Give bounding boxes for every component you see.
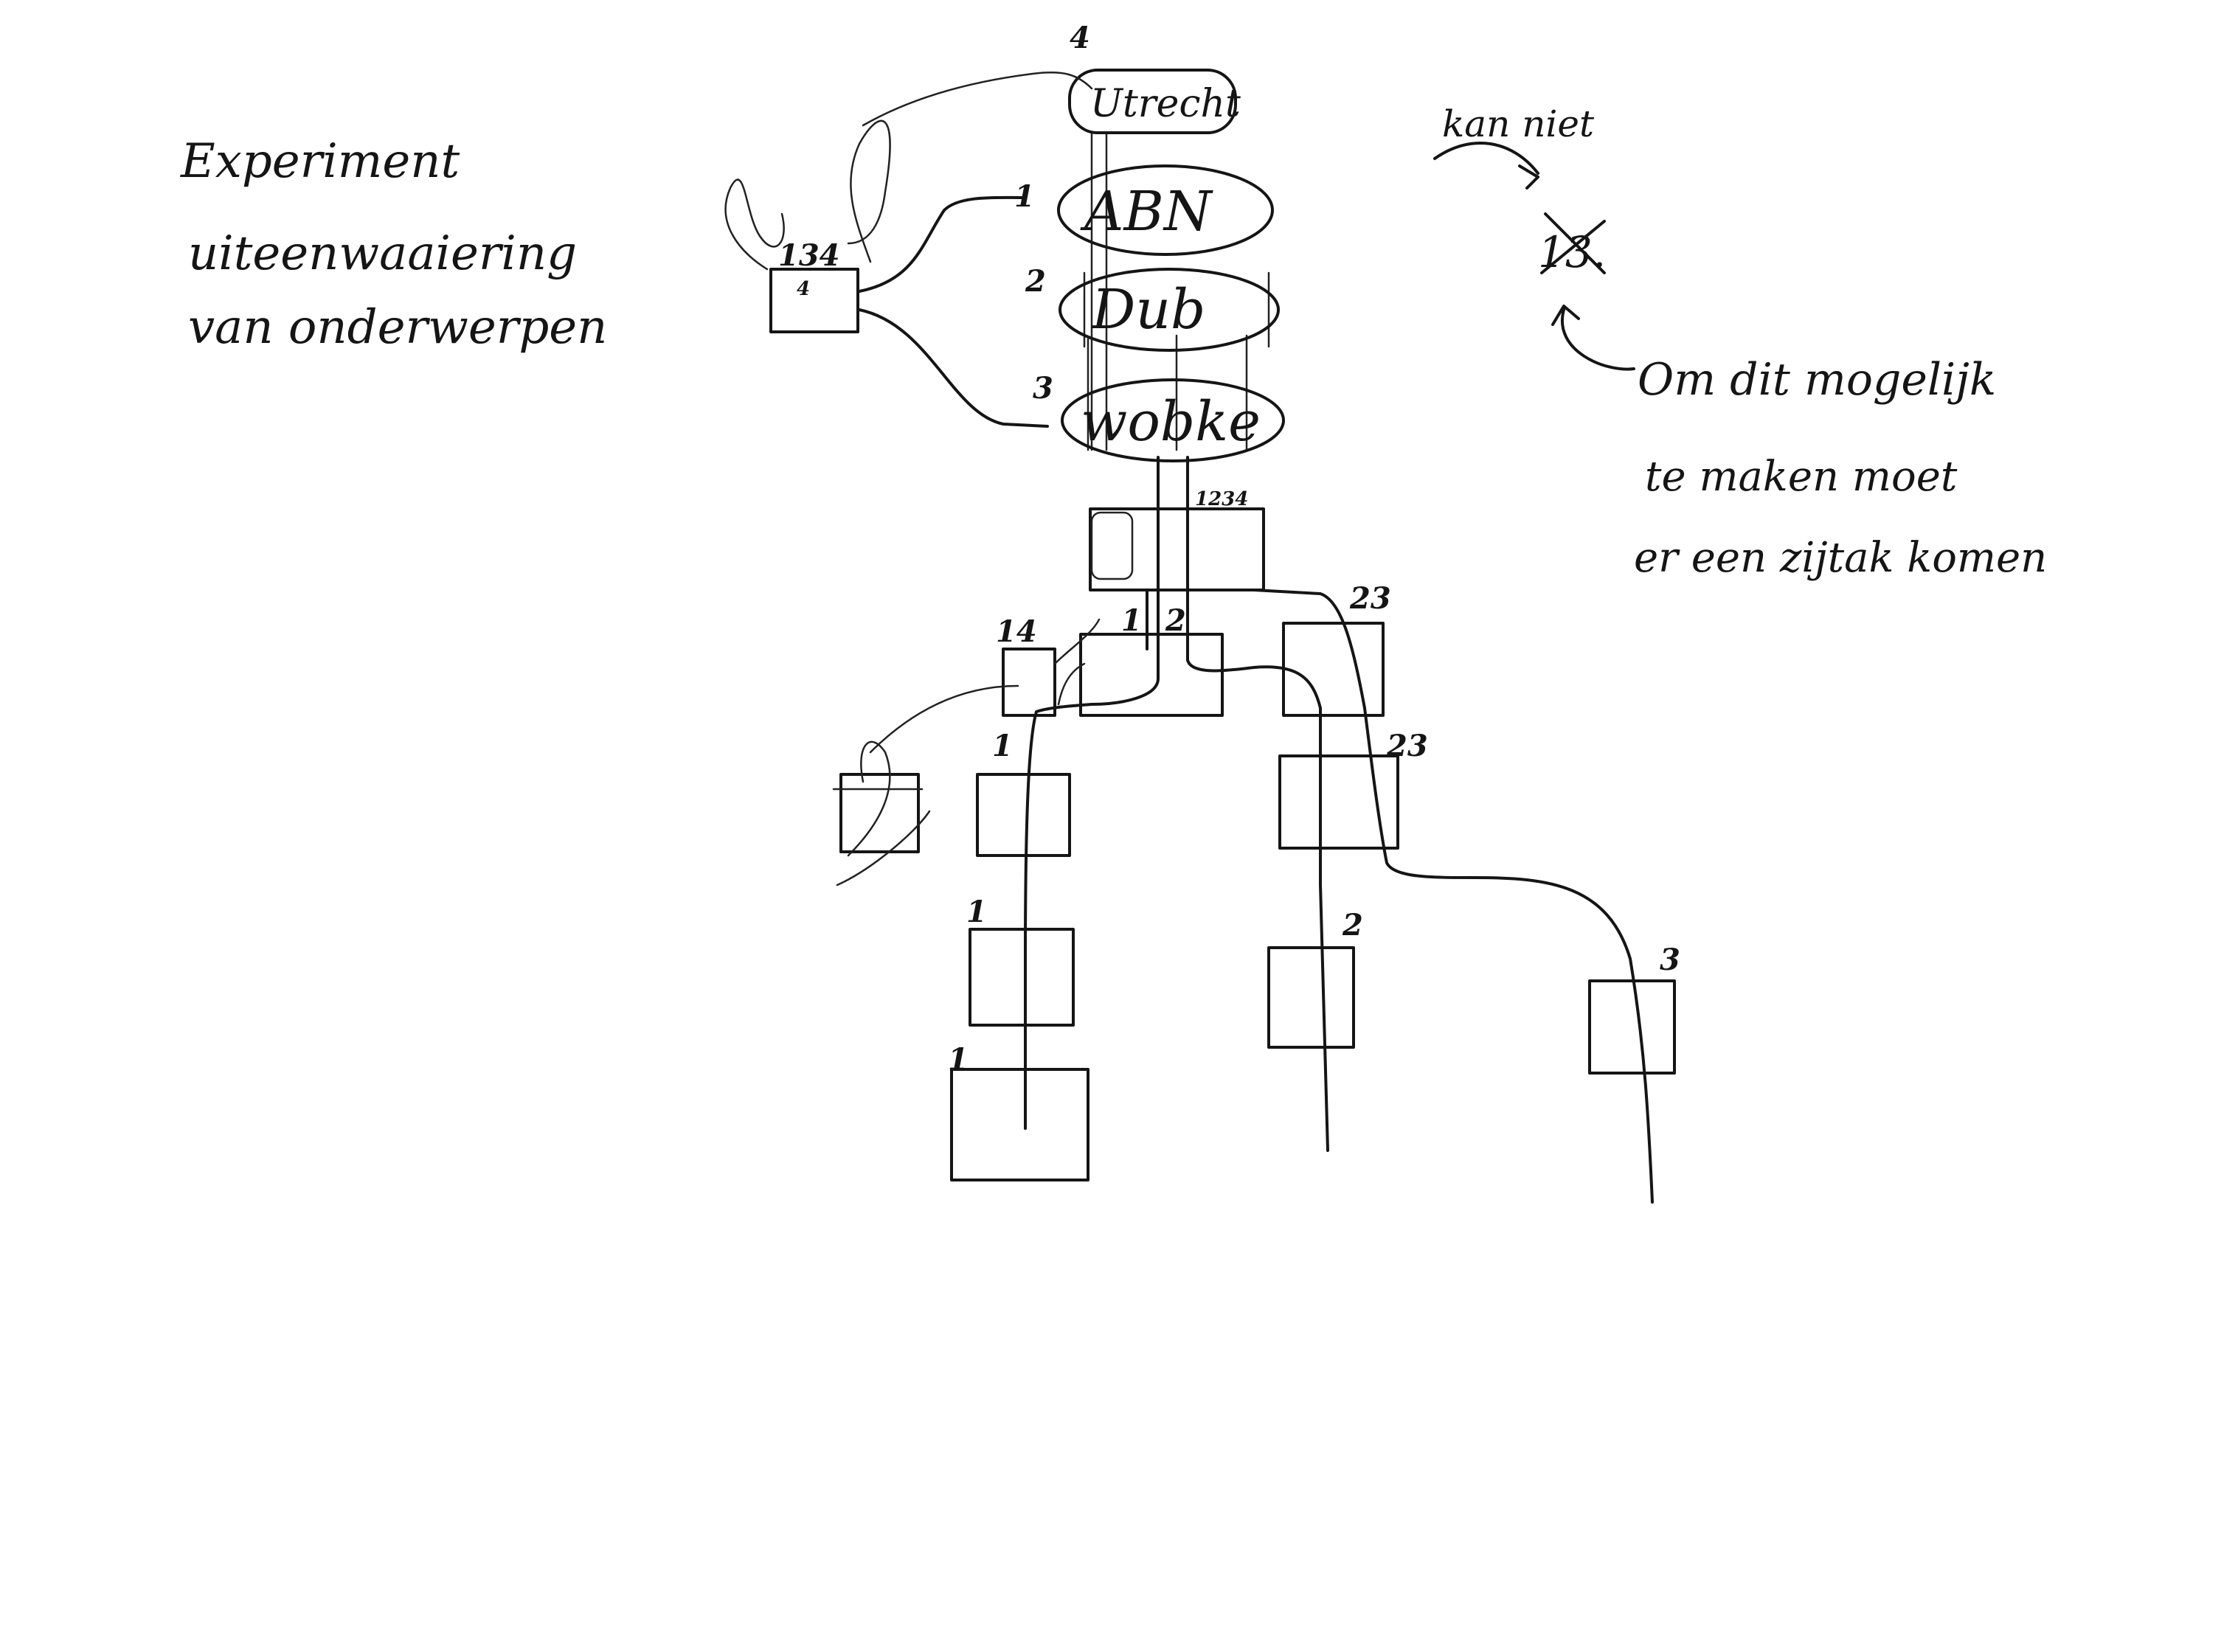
far-box-3 <box>1588 979 1676 1075</box>
crossed-out-label: 13. <box>1538 227 1606 277</box>
explain-line-1: Om dit mogelijk <box>1638 354 1996 406</box>
left-box-2-label: 1 <box>966 895 987 929</box>
node-utrecht: Utrecht 4 <box>1068 21 1241 134</box>
branch-14-label: 14 <box>996 614 1037 649</box>
side-scribble <box>832 684 1019 886</box>
utrecht-outline <box>1068 69 1237 134</box>
left-box-3 <box>950 1068 1089 1181</box>
edge-to-abn <box>858 195 1023 293</box>
node-wobke: wobke <box>1061 378 1285 462</box>
flow-lines <box>1024 456 1654 1204</box>
utrecht-tag: 4 <box>1070 21 1090 55</box>
abn-label: ABN <box>1080 180 1213 243</box>
flow-line-3 <box>1253 589 1654 1204</box>
title-line-2: uiteenwaaiering <box>188 226 577 281</box>
right-box-23 <box>1278 754 1399 850</box>
mid-box-2 <box>1267 946 1355 1049</box>
right-box-23-label: 23 <box>1386 729 1428 763</box>
node-abn: ABN <box>1057 164 1274 256</box>
wobke-label: wobke <box>1081 390 1261 454</box>
branch-23-box <box>1282 622 1385 717</box>
flow-line-1 <box>1024 456 1160 1130</box>
side-box <box>839 773 920 853</box>
flow-line-5 <box>1053 618 1101 706</box>
branch-12-box <box>1079 633 1224 717</box>
edge-1-label: 1 <box>1014 179 1035 214</box>
wobke-outline <box>1061 378 1285 462</box>
source-box: 134 4 1 2 3 <box>724 71 1093 428</box>
branch-14-box <box>1002 648 1056 717</box>
left-box-1 <box>976 773 1071 857</box>
title-note: Experiment uiteenwaaiering van onderwerp… <box>180 134 607 355</box>
up-arrow-icon <box>1551 305 1635 371</box>
source-box-label: 134 <box>778 238 840 273</box>
branch-2-label: 2 <box>1165 603 1186 638</box>
dub-outline <box>1059 268 1280 352</box>
source-box-outline <box>769 268 859 333</box>
title-line-3: van onderwerpen <box>188 300 607 355</box>
curved-arrow-icon <box>1433 142 1539 190</box>
mid-box-2-label: 2 <box>1342 908 1363 943</box>
side-note: kan niet 13. Om dit mogelijk te maken mo… <box>1433 103 2047 582</box>
strike-mark <box>1540 212 1606 274</box>
lower-tier: 1 23 1 2 3 1 <box>832 684 1680 1181</box>
edge-3-label: 3 <box>1033 371 1053 406</box>
explain-line-3: er een zijtak komen <box>1634 534 2047 582</box>
scribble-left <box>724 178 785 271</box>
title-line-1: Experiment <box>180 134 460 189</box>
merge-box-label: 1234 <box>1195 488 1248 510</box>
edge-2-label: 2 <box>1025 264 1046 299</box>
left-box-3-label: 1 <box>948 1042 969 1077</box>
left-box-2 <box>969 928 1075 1027</box>
explain-line-2: te maken moet <box>1645 453 1958 501</box>
abn-outline <box>1057 164 1274 256</box>
source-box-tag: 4 <box>797 278 810 300</box>
merge-inner <box>1090 511 1134 580</box>
branch-12-label: 1 <box>1121 603 1142 638</box>
merge-box-outline <box>1089 507 1265 591</box>
node-dub: Dub <box>1059 268 1280 352</box>
far-box-3-label: 3 <box>1660 943 1680 977</box>
merge-box: 1234 <box>1089 488 1265 591</box>
left-box-1-label: 1 <box>992 729 1013 763</box>
scribble-link <box>847 71 1093 263</box>
utrecht-label: Utrecht <box>1090 82 1241 126</box>
dub-label: Dub <box>1090 278 1205 341</box>
edge-to-wobke <box>858 308 1049 428</box>
kan-niet-label: kan niet <box>1442 103 1595 145</box>
branch-23-label: 23 <box>1349 581 1391 616</box>
flow-line-2 <box>1186 456 1329 1152</box>
